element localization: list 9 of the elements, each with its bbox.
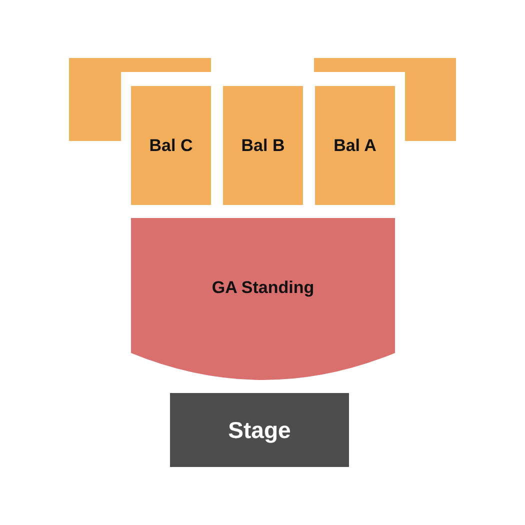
balcony-section (223, 86, 303, 205)
section-label: GA Standing (212, 278, 314, 298)
section-label: Bal C (149, 136, 193, 156)
balcony-section (131, 86, 211, 205)
stage-area (170, 393, 349, 467)
balcony-section (315, 86, 395, 205)
section-label: Bal A (334, 136, 376, 156)
section-label: Bal B (241, 136, 285, 156)
section-label: Stage (228, 416, 291, 444)
